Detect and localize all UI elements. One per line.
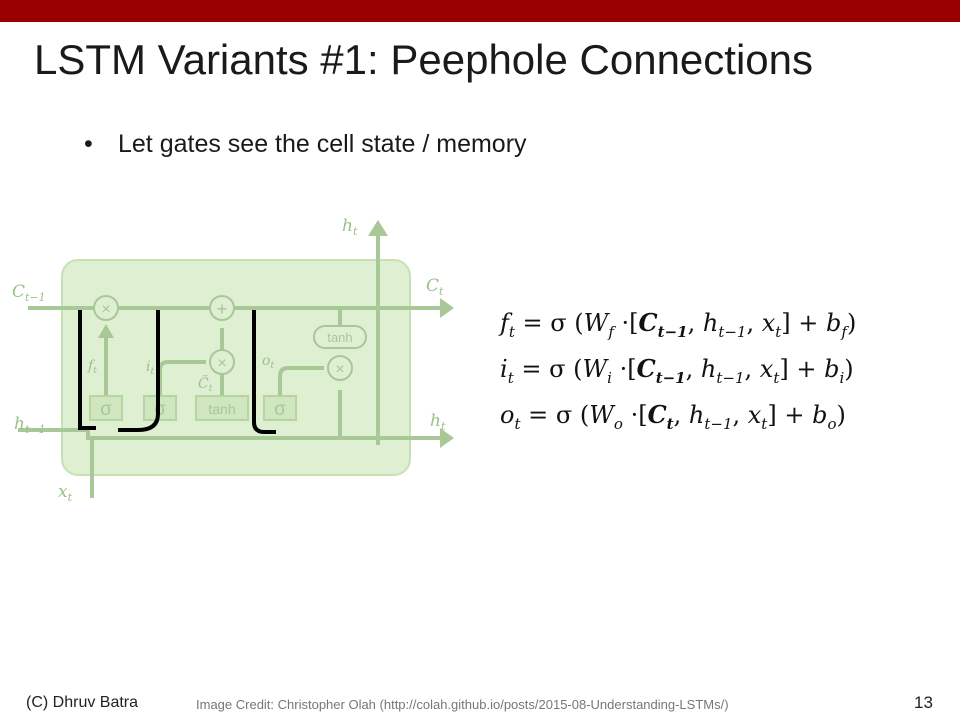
svg-text:tanh: tanh	[327, 330, 352, 345]
label-h-prev: ht−1	[14, 414, 46, 436]
svg-text:×: ×	[217, 355, 226, 372]
label-h-top: ht	[342, 216, 358, 238]
peephole-forget-line	[78, 310, 96, 430]
svg-text:×: ×	[335, 361, 344, 378]
label-input-gate: it	[146, 359, 154, 377]
label-x-in: xt	[58, 482, 73, 504]
page-number: 13	[914, 693, 933, 712]
label-c-next: Ct	[426, 276, 444, 298]
lstm-peephole-diagram: σ σ tanh σ × + × × tanh Ct−1 Ct ht ht−1 …	[12, 216, 454, 504]
slide-title: LSTM Variants #1: Peephole Connections	[34, 36, 814, 83]
label-c-prev: Ct−1	[12, 282, 46, 304]
bullet-item: • Let gates see the cell state / memory	[84, 130, 527, 159]
equation-input-gate: it = σ (Wi ·[Ct−1, ht−1, xt] + bi)	[500, 354, 854, 387]
output-tanh-op	[313, 325, 367, 349]
svg-text:×: ×	[101, 301, 110, 318]
footer-credit: Image Credit: Christopher Olah (http://c…	[196, 697, 729, 712]
forget-gate-sigma: σ	[100, 399, 112, 420]
hidden-output-line	[338, 390, 440, 440]
input-multiply-op	[209, 349, 235, 375]
forget-gate-box	[89, 395, 123, 421]
peephole-output-line	[252, 310, 276, 434]
lstm-cell-body	[61, 259, 411, 476]
peephole-equations: ft = σ (Wf ·[Ct−1, ht−1, xt] + bf) it = …	[500, 300, 960, 438]
output-multiply-op	[327, 355, 353, 381]
output-gate-box	[263, 395, 297, 421]
equation-forget-gate: ft = σ (Wf ·[Ct−1, ht−1, xt] + bf)	[500, 308, 857, 341]
label-candidate: C̃t	[198, 374, 213, 394]
label-h-out: ht	[430, 411, 446, 433]
peephole-input-line	[118, 310, 160, 432]
cell-add-op	[209, 295, 235, 321]
footer-author: (C) Dhruv Batra	[26, 694, 139, 711]
candidate-tanh-box	[195, 395, 249, 421]
output-gate-sigma: σ	[274, 399, 286, 420]
label-output-gate: ot	[262, 353, 274, 371]
candidate-tanh-label: tanh	[208, 401, 235, 417]
equation-output-gate: ot = σ (Wo ·[Ct, ht−1, xt] + bo)	[500, 400, 846, 433]
top-accent-bar	[0, 0, 960, 22]
forget-multiply-op	[93, 295, 119, 321]
svg-text:+: +	[217, 299, 228, 319]
label-forget-gate: ft	[87, 358, 97, 376]
bullet-text: Let gates see the cell state / memory	[118, 130, 527, 158]
bullet-dot-icon: •	[84, 130, 93, 158]
